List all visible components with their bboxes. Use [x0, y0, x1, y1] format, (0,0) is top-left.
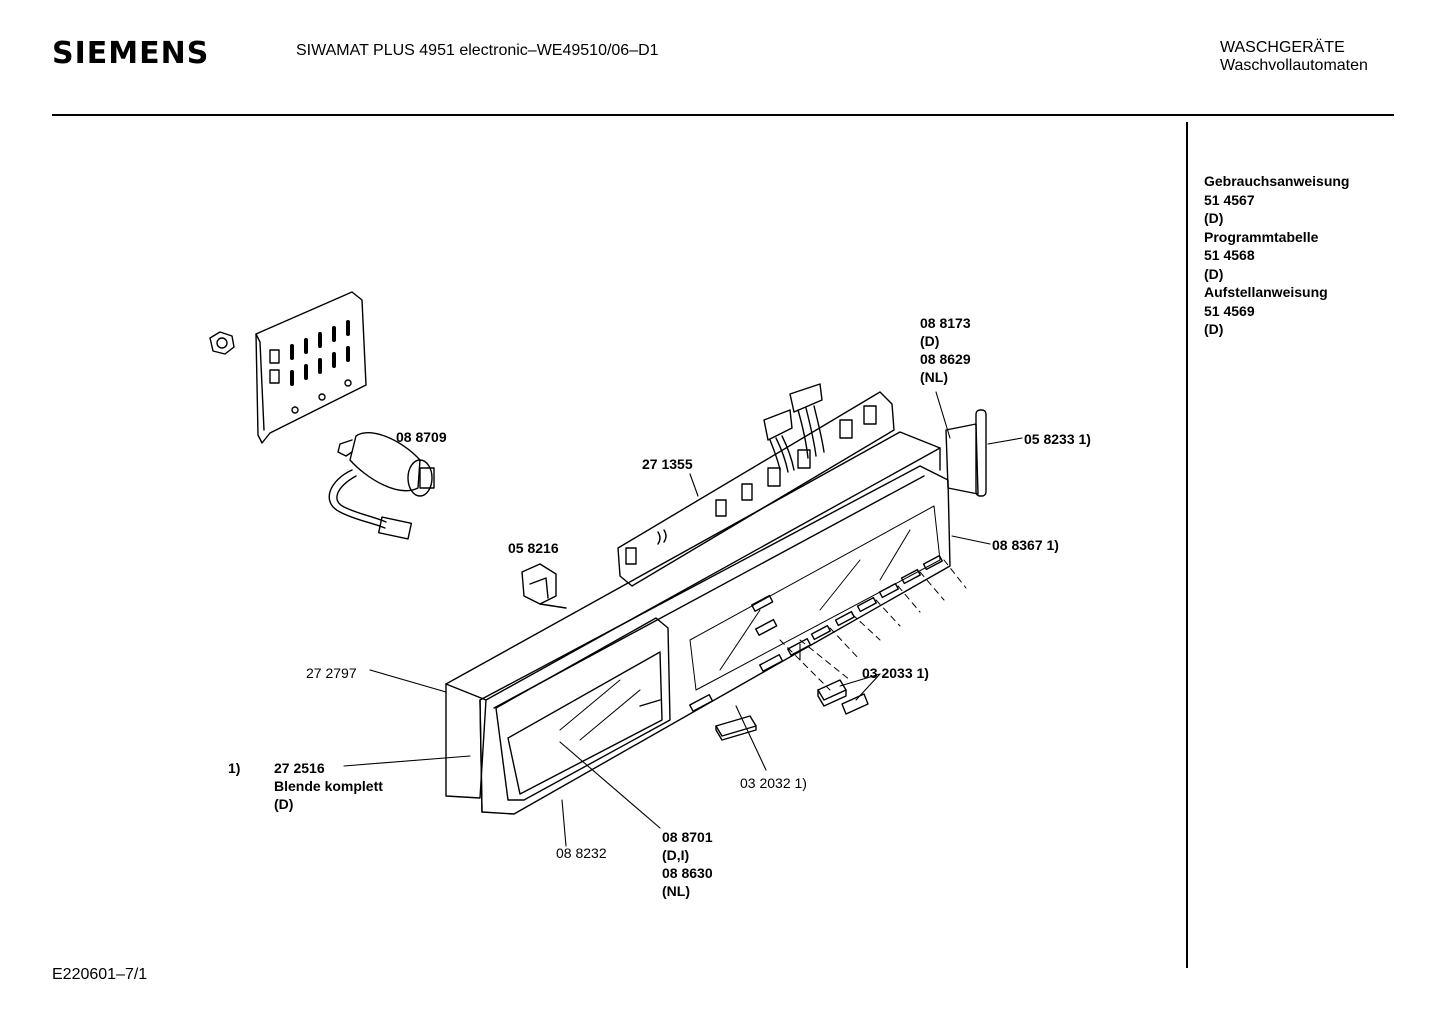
exploded-parts-diagram: 08 8709 27 1355 05 8216 08 8173 (D) 08 8…	[209, 291, 1091, 899]
circuit-board-bracket-part	[255, 291, 367, 444]
document-title: Programmtabelle	[1204, 228, 1319, 245]
clip-part	[521, 563, 567, 609]
document-lang: (D)	[1204, 321, 1224, 337]
part-label: 08 8701	[662, 829, 713, 845]
part-label: (D,I)	[662, 847, 689, 863]
end-cap-part	[945, 409, 987, 497]
part-label: 08 8367 1)	[992, 537, 1059, 553]
part-label: 08 8709	[396, 429, 447, 445]
drawing-code: E220601–7/1	[52, 966, 148, 983]
part-label: (NL)	[920, 369, 948, 385]
footnote-marker: 1)	[228, 760, 240, 776]
category-line-1: WASCHGERÄTE	[1220, 39, 1345, 56]
part-label: 08 8232	[556, 845, 607, 861]
part-label: 08 8173	[920, 315, 971, 331]
part-label: 27 2797	[306, 665, 357, 681]
part-label: 08 8629	[920, 351, 971, 367]
sidebar-divider	[1186, 122, 1188, 968]
part-label: 05 8216	[508, 540, 559, 556]
category-line-2: Waschvollautomaten	[1220, 57, 1368, 74]
document-list: Gebrauchsanweisung 51 4567 (D) Programmt…	[1204, 172, 1349, 339]
part-label: Blende komplett	[274, 778, 383, 794]
document-lang: (D)	[1204, 265, 1224, 282]
part-label: 03 2032 1)	[740, 775, 807, 791]
part-label: 27 1355	[642, 456, 693, 472]
part-label: 05 8233 1)	[1024, 431, 1091, 447]
part-label: 08 8630	[662, 865, 713, 881]
button-032033-part	[817, 679, 869, 715]
part-label: 27 2516	[274, 760, 325, 776]
hex-nut-part	[209, 331, 235, 355]
header-divider	[52, 114, 1394, 116]
document-number: 51 4568	[1204, 247, 1255, 263]
document-lang: (D)	[1204, 210, 1224, 226]
button-032032-part	[715, 715, 757, 741]
document-number: 51 4569	[1204, 302, 1255, 319]
part-label: 03 2033 1)	[862, 665, 929, 681]
control-housing-part	[445, 431, 941, 799]
part-label: (NL)	[662, 883, 690, 899]
part-label: (D)	[274, 796, 293, 812]
category-heading: WASCHGERÄTE Waschvollautomaten	[1220, 39, 1368, 75]
connector-strip-part	[617, 383, 895, 587]
document-number: 51 4567	[1204, 191, 1255, 208]
front-fascia-part	[479, 465, 967, 815]
document-title: Aufstellanweisung	[1204, 284, 1328, 300]
document-title: Gebrauchsanweisung	[1204, 173, 1350, 189]
leader-lines	[343, 391, 1023, 847]
model-title: SIWAMAT PLUS 4951 electronic–WE49510/06–…	[296, 42, 659, 59]
part-label: (D)	[920, 333, 939, 349]
brand-logo: SIEMENS	[52, 36, 210, 71]
motor-part	[328, 431, 435, 540]
